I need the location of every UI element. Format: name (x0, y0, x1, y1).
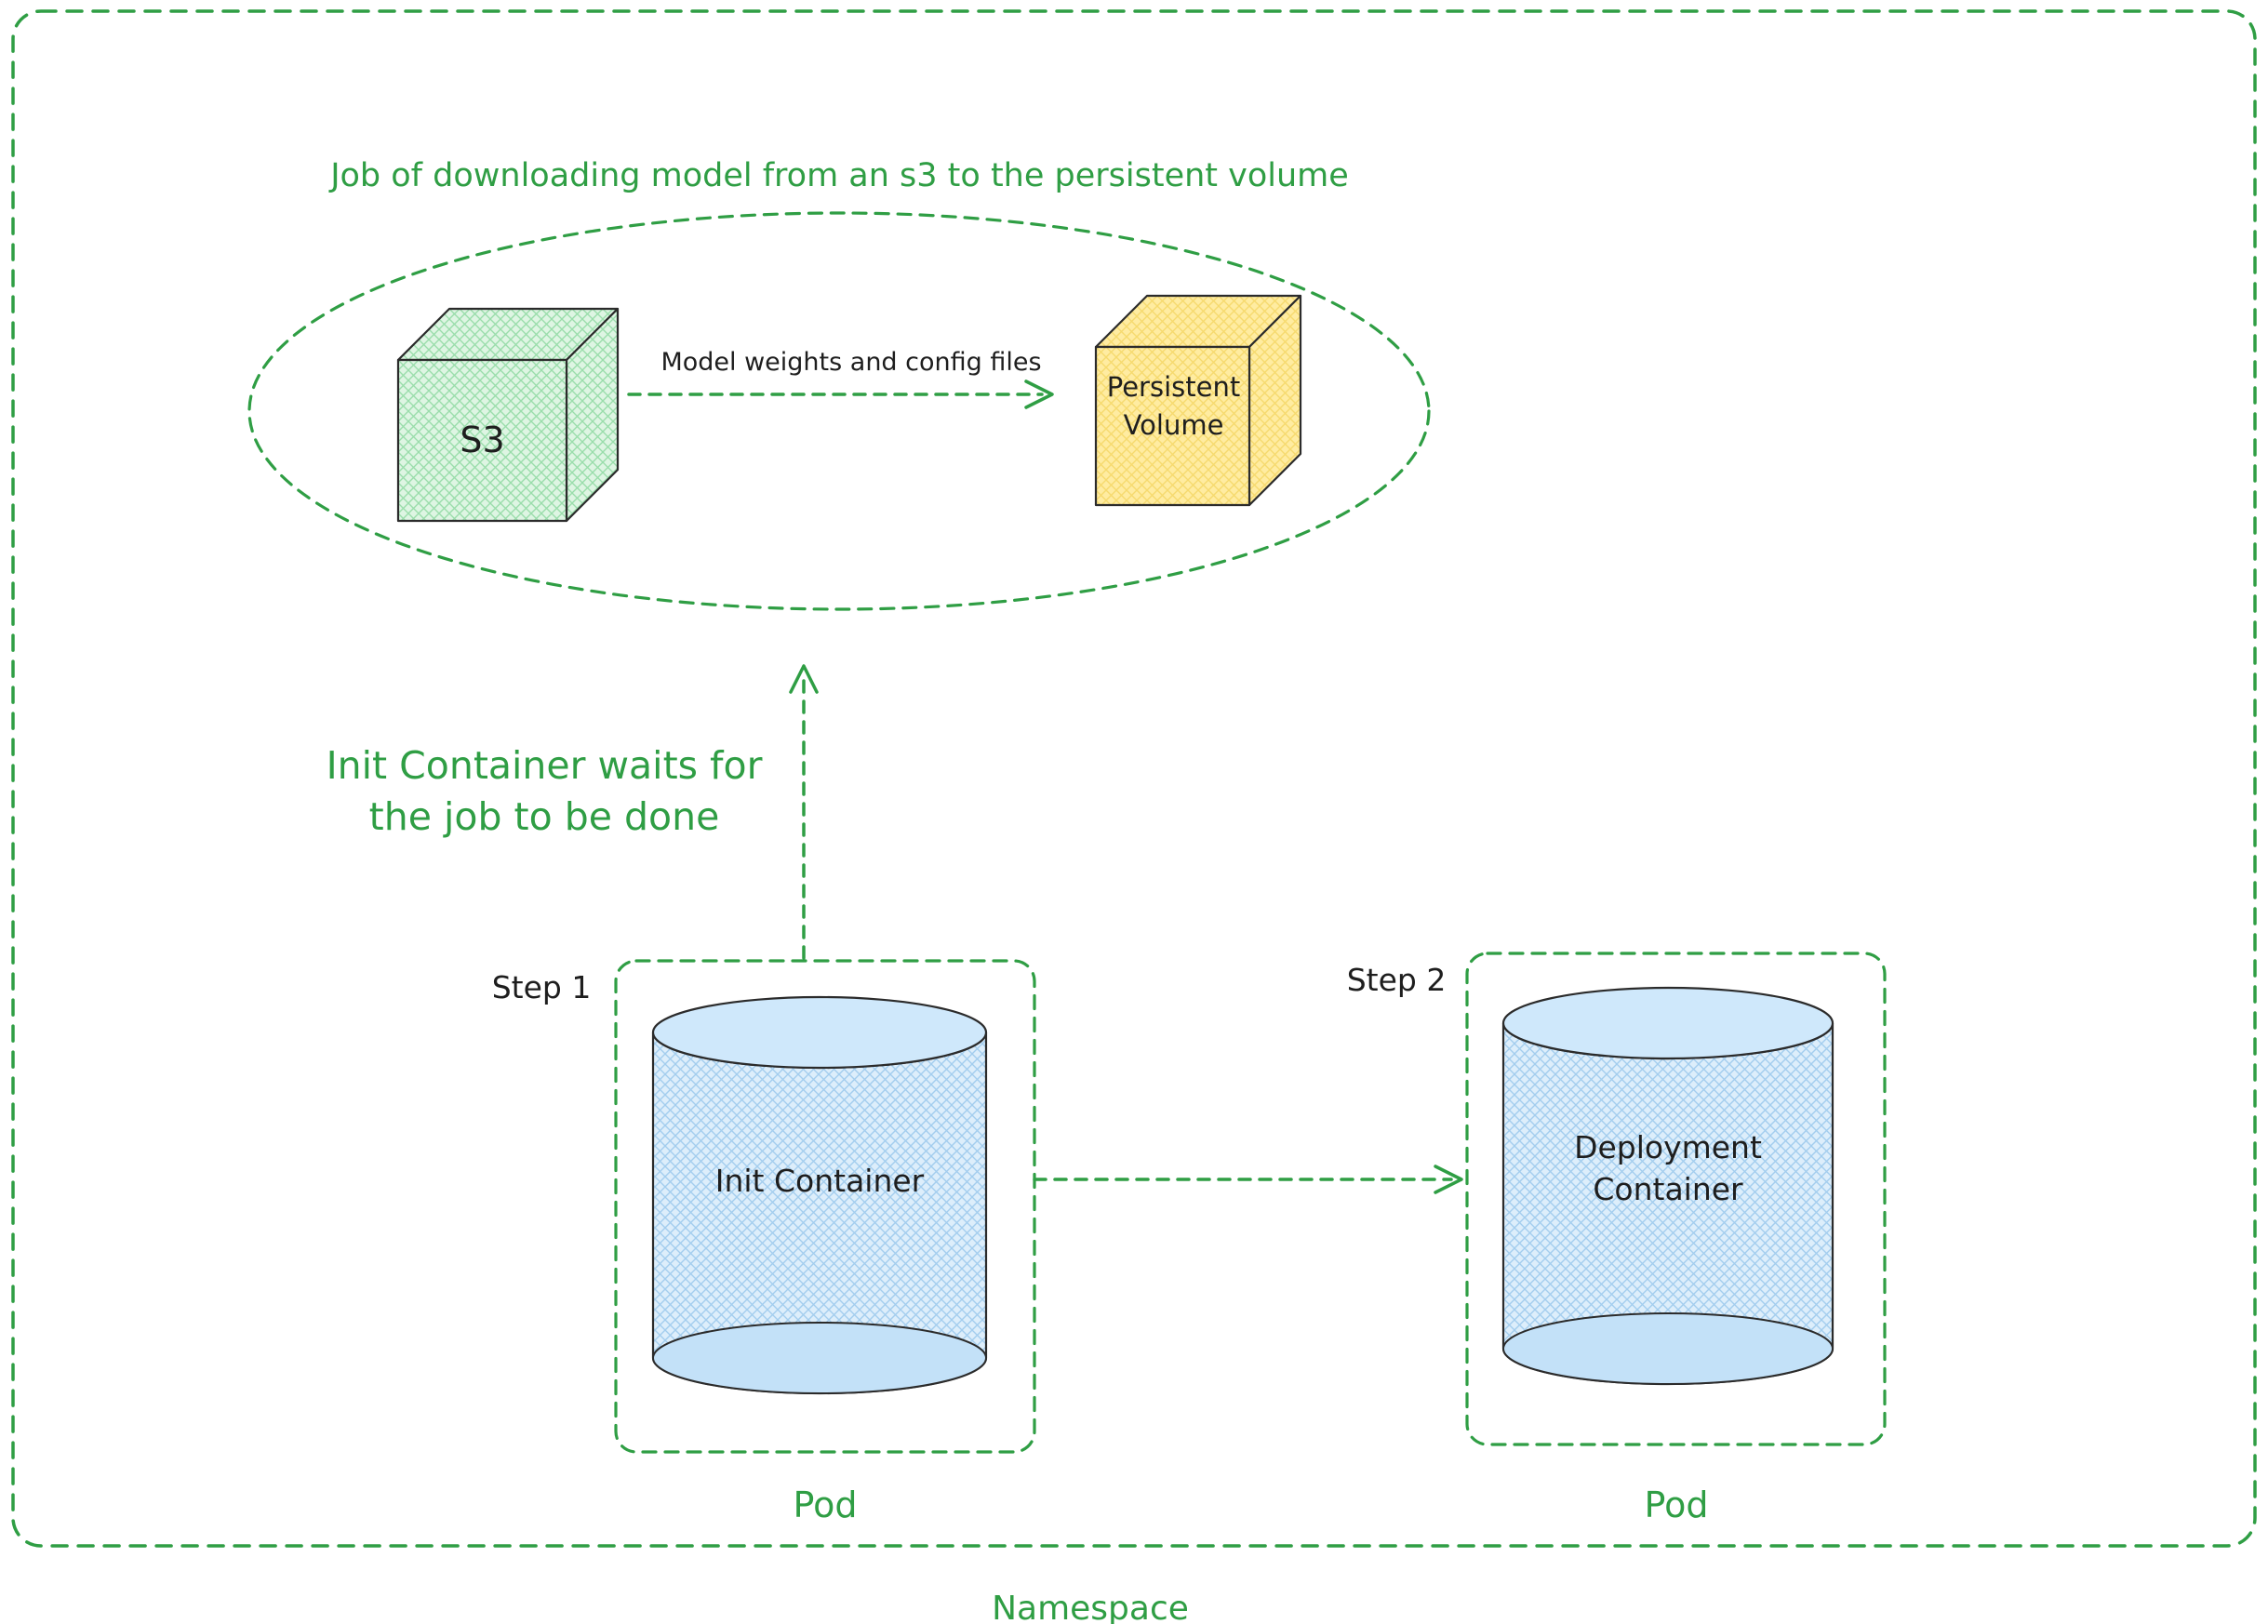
step1-label: Step 1 (491, 969, 592, 1005)
init-cylinder-top (651, 995, 988, 1070)
job-title: Job of downloading model from an s3 to t… (330, 157, 1349, 194)
deployment-container-label: Deployment Container (1503, 1127, 1833, 1210)
step-arrowhead (1434, 1165, 1463, 1194)
wait-note-line1: Init Container waits for (326, 743, 763, 788)
pod1-boundary (614, 959, 1036, 1454)
persistent-volume-cube (1094, 294, 1302, 507)
job-group-ellipse (247, 211, 1431, 611)
persistent-volume-label-line2: Volume (1123, 408, 1224, 441)
namespace-label: Namespace (992, 1590, 1189, 1624)
model-transfer-arrowhead (1024, 379, 1054, 409)
pod2-boundary (1465, 952, 1887, 1446)
deployment-container-label-line2: Container (1593, 1170, 1743, 1207)
pod2-label: Pod (1644, 1484, 1709, 1525)
s3-cube-front-face (396, 358, 568, 523)
wait-arrow (789, 664, 819, 960)
step-arrow (1033, 1165, 1463, 1194)
model-transfer-arrow (627, 379, 1054, 409)
wait-note-line2: the job to be done (368, 794, 720, 840)
persistent-volume-label-line1: Persistent (1106, 371, 1241, 403)
model-transfer-label: Model weights and config files (660, 348, 1042, 377)
deployment-cylinder-bottom (1502, 1312, 1834, 1385)
init-container-label: Init Container (714, 1163, 925, 1199)
step2-label: Step 2 (1346, 962, 1447, 998)
s3-label: S3 (460, 419, 505, 460)
wait-note: Init Container waits for the job to be d… (288, 740, 800, 844)
deployment-container-cylinder (1501, 986, 1834, 1386)
namespace-boundary (11, 9, 2257, 1548)
pv-cube-front-face (1094, 345, 1251, 507)
deployment-container-label-line1: Deployment (1574, 1129, 1762, 1165)
init-cylinder-bottom (652, 1322, 987, 1394)
wait-arrowhead (789, 664, 819, 694)
pod1-label: Pod (793, 1484, 858, 1525)
s3-cube (396, 307, 620, 523)
init-container-cylinder (651, 995, 988, 1395)
deployment-cylinder-top (1501, 986, 1834, 1060)
persistent-volume-label: Persistent Volume (1096, 368, 1251, 444)
